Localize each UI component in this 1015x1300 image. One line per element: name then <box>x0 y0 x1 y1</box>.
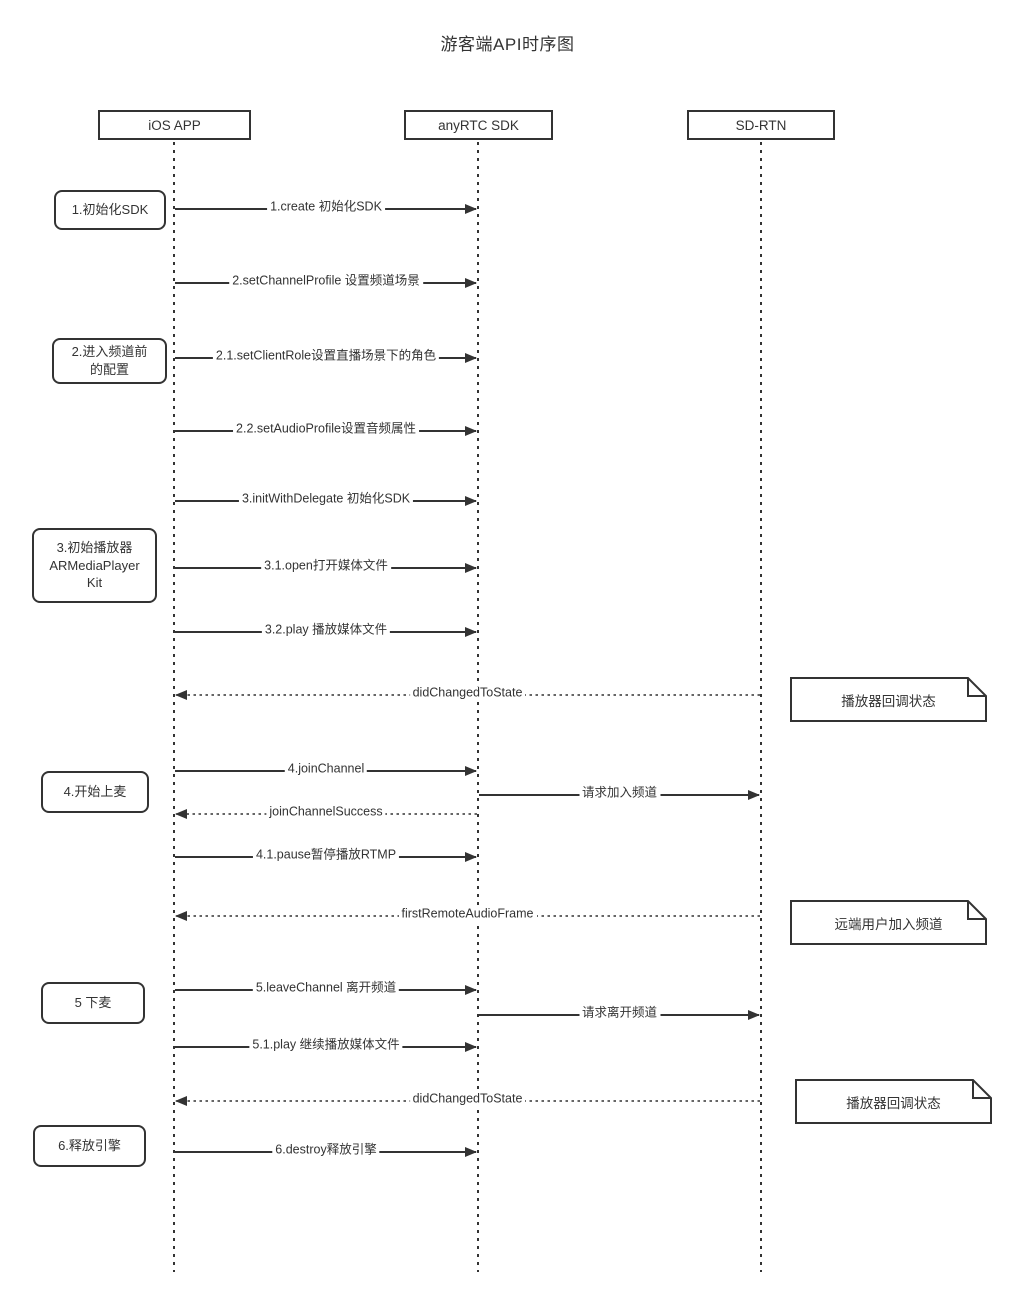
note-remote-user-join: 远端用户加入频道 <box>790 900 987 945</box>
note-start-mic: 4.开始上麦 <box>41 771 149 813</box>
actor-box-sd-rtn[interactable]: SD-RTN <box>687 110 835 140</box>
msg-join-channel-success-label: joinChannelSuccess <box>266 804 386 819</box>
note-leave-mic: 5 下麦 <box>41 982 145 1024</box>
note-shape <box>795 1079 992 1124</box>
note-release-engine: 6.释放引擎 <box>33 1125 146 1167</box>
msg-init-with-delegate-label: 3.initWithDelegate 初始化SDK <box>238 491 414 506</box>
msg-open-label: 3.1.open打开媒体文件 <box>261 558 391 573</box>
actor-label: SD-RTN <box>735 117 787 133</box>
msg-set-channel-profile-label: 2.setChannelProfile 设置频道场景 <box>229 273 423 288</box>
note-pre-join-config: 2.进入频道前 的配置 <box>52 338 167 384</box>
msg-set-audio-profile-label: 2.2.setAudioProfile设置音频属性 <box>233 421 419 436</box>
actor-label: anyRTC SDK <box>438 117 519 133</box>
note-shape <box>790 900 987 945</box>
note-shape <box>790 677 987 722</box>
msg-did-changed-to-state-1-label: didChangedToState <box>409 685 526 700</box>
page-title: 游客端API时序图 <box>440 35 575 54</box>
note-init-sdk: 1.初始化SDK <box>54 190 166 230</box>
note-init-player: 3.初始播放器 ARMediaPlayer Kit <box>32 528 157 603</box>
msg-did-changed-to-state-2-label: didChangedToState <box>409 1091 526 1106</box>
msg-destroy-label: 6.destroy释放引擎 <box>272 1142 380 1157</box>
note-player-callback-2: 播放器回调状态 <box>795 1079 992 1124</box>
msg-join-channel-label: 4.joinChannel <box>284 761 368 776</box>
msg-request-leave-channel-label: 请求离开频道 <box>578 1005 661 1020</box>
msg-set-client-role-label: 2.1.setClientRole设置直播场景下的角色 <box>212 348 440 363</box>
actor-label: iOS APP <box>148 117 201 133</box>
note-player-callback-1: 播放器回调状态 <box>790 677 987 722</box>
msg-pause-label: 4.1.pause暂停播放RTMP <box>252 847 400 862</box>
msg-create-label: 1.create 初始化SDK <box>267 199 385 214</box>
msg-leave-channel-label: 5.leaveChannel 离开频道 <box>252 980 400 995</box>
actor-box-ios-app[interactable]: iOS APP <box>98 110 251 140</box>
msg-play-label: 3.2.play 播放媒体文件 <box>261 622 391 637</box>
msg-request-join-channel-label: 请求加入频道 <box>578 785 661 800</box>
msg-first-remote-audio-frame-label: firstRemoteAudioFrame <box>398 906 537 921</box>
msg-play-resume-label: 5.1.play 继续播放媒体文件 <box>249 1037 403 1052</box>
actor-box-anyrtc-sdk[interactable]: anyRTC SDK <box>404 110 553 140</box>
